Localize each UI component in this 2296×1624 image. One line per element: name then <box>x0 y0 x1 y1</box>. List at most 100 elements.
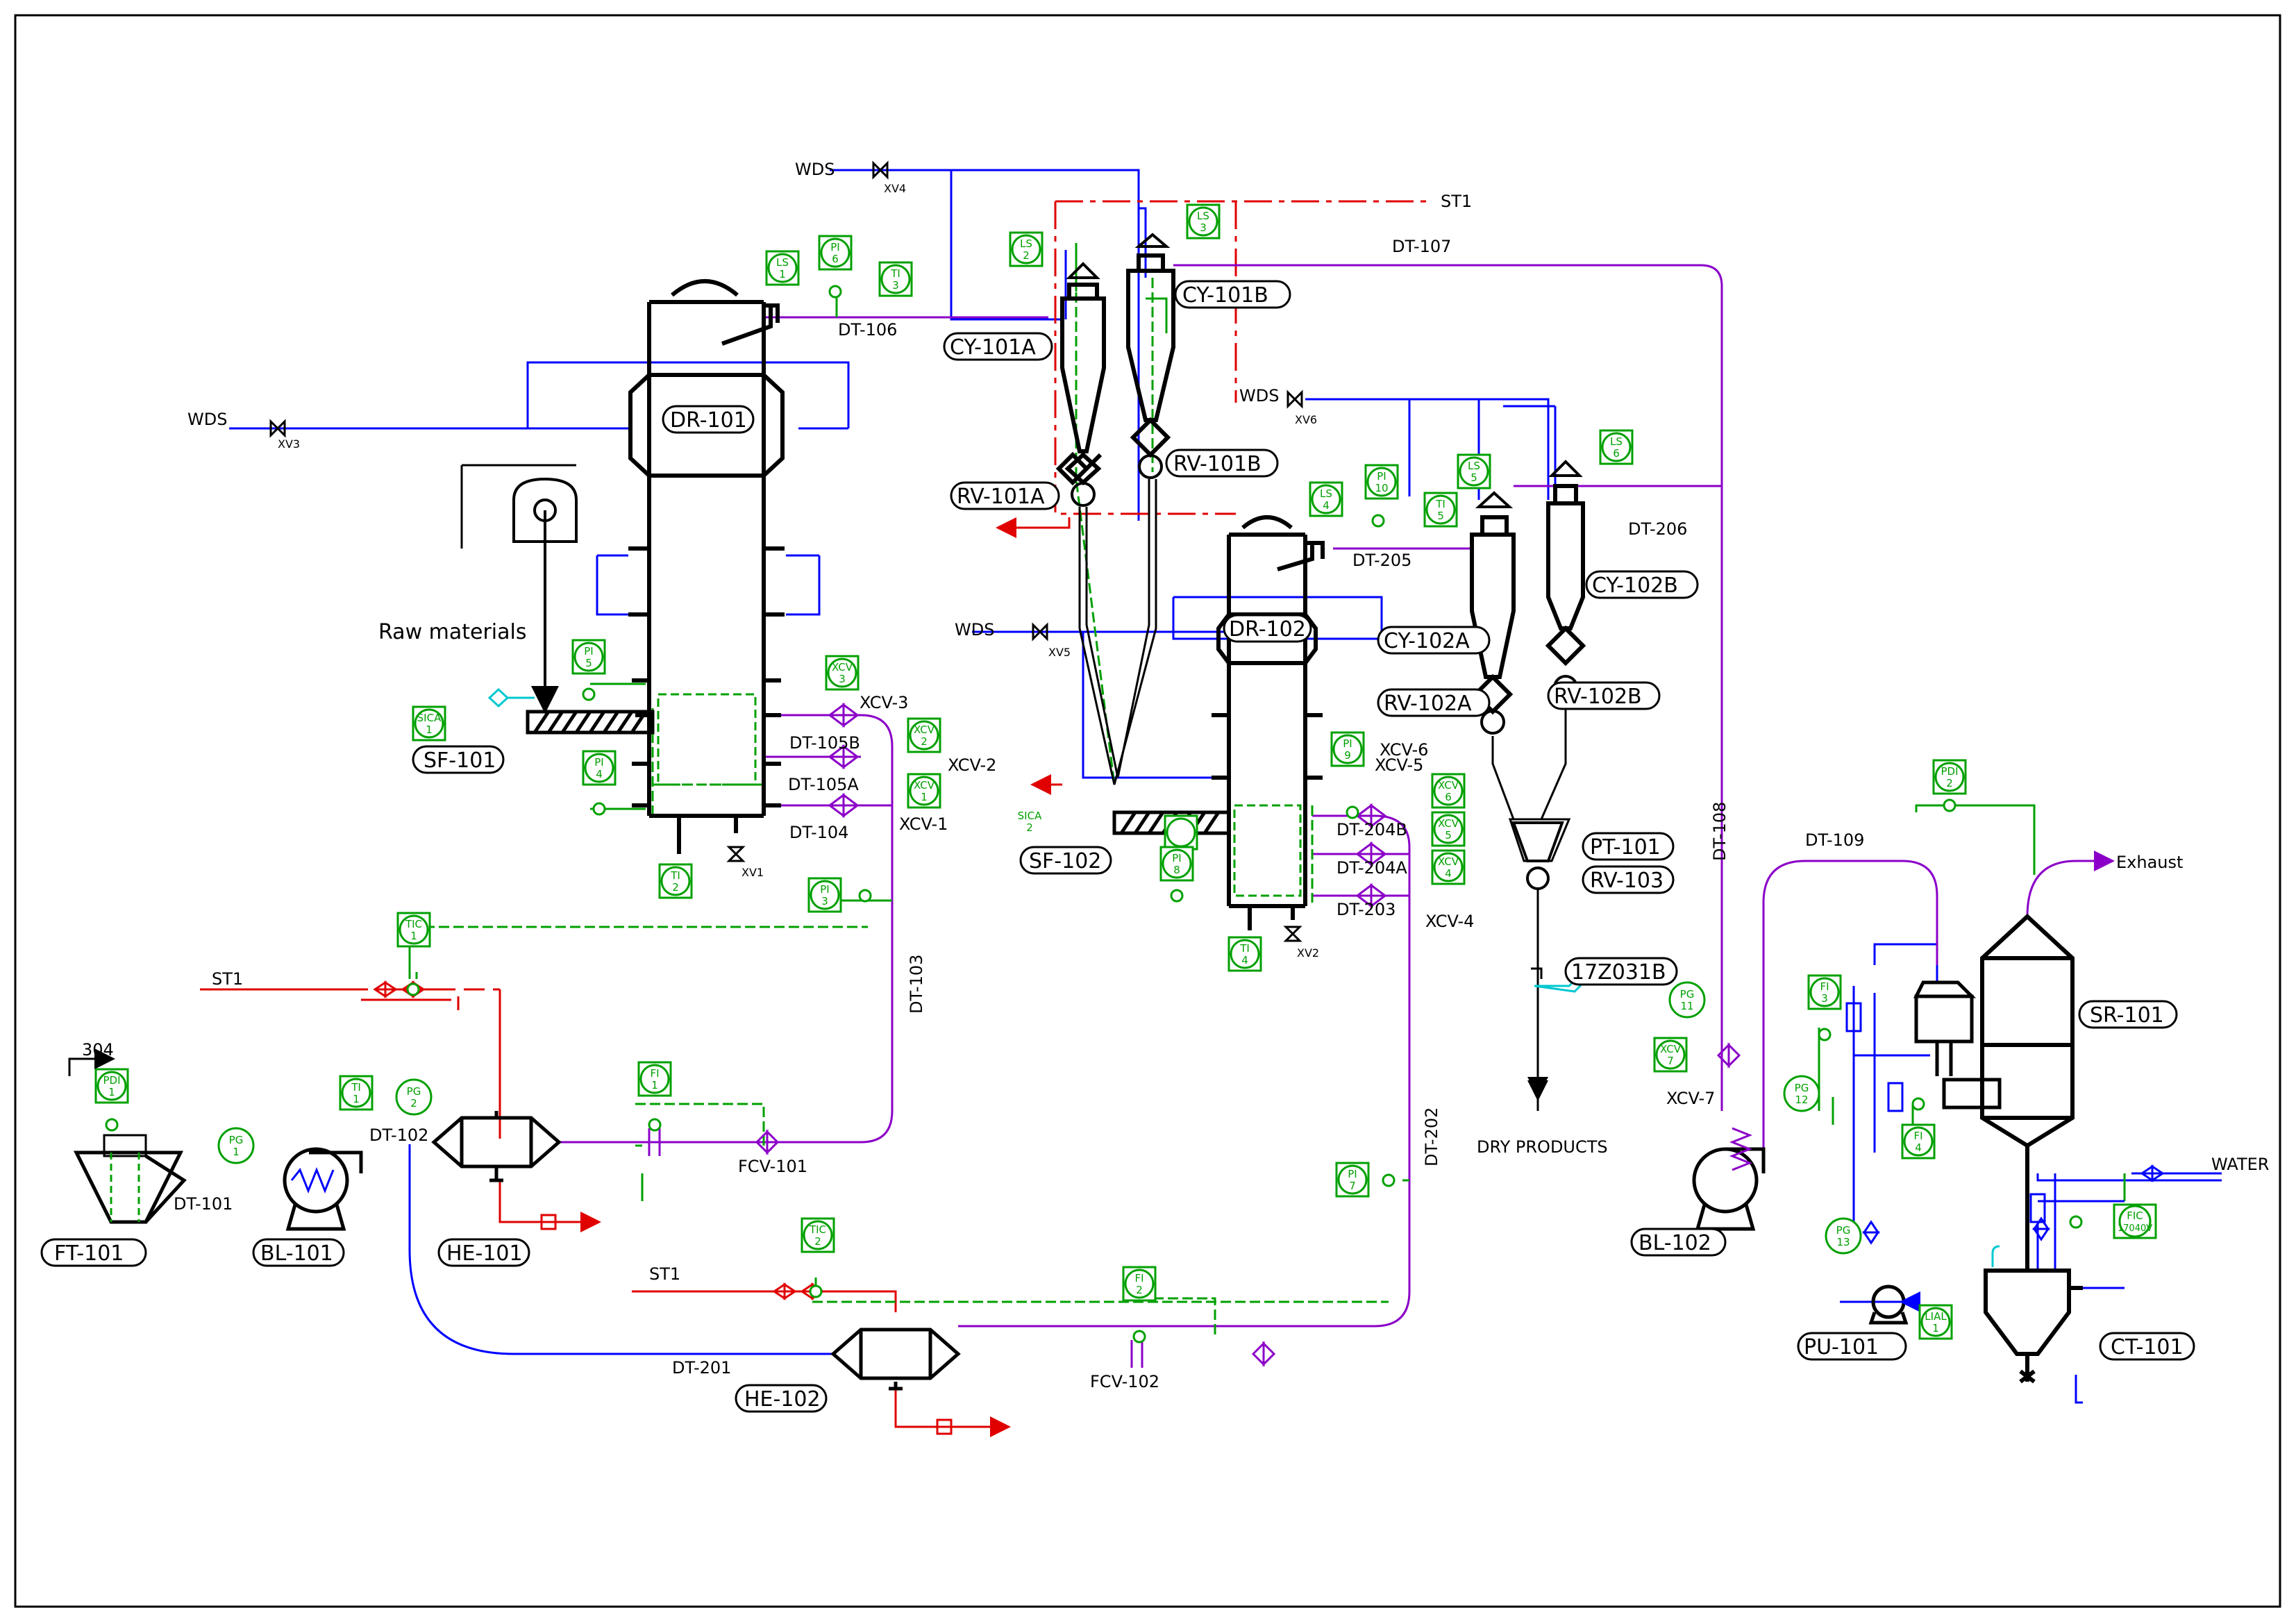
screw-feeder-sf101[interactable] <box>526 710 655 735</box>
pg1-num: 1 <box>233 1146 240 1158</box>
label-xcv1: XCV-1 <box>899 814 948 834</box>
xcv6-num: 6 <box>1445 791 1452 803</box>
heat-exchanger-he102[interactable] <box>830 1328 961 1391</box>
ti1-tag: TI <box>351 1081 361 1094</box>
raw-material-feeder[interactable] <box>512 477 578 714</box>
bl101-coil-icon <box>290 1166 335 1194</box>
pg1-tag: PG <box>229 1134 244 1146</box>
sica2-tag: SICA <box>1018 810 1042 822</box>
label-ct101: CT-101 <box>2111 1335 2184 1359</box>
wds-lines <box>229 169 2222 1404</box>
blower-bl101[interactable] <box>283 1147 363 1231</box>
fi1-num: 1 <box>651 1079 658 1091</box>
pg12-tag: PG <box>1795 1082 1809 1094</box>
xcv5-num: 5 <box>1445 829 1452 842</box>
venturi-unit[interactable] <box>1913 980 2002 1110</box>
pdi2-num: 2 <box>1946 777 1953 789</box>
label-raw-materials: Raw materials <box>378 620 527 644</box>
pdi2-tag: PDI <box>1941 765 1958 778</box>
ls2-tag: LS <box>1020 237 1032 250</box>
label-wds-3: WDS <box>955 620 994 639</box>
label-rv102b: RV-102B <box>1554 685 1642 709</box>
label-xcv5: XCV-5 <box>1375 755 1423 775</box>
label-dt107: DT-107 <box>1392 237 1451 256</box>
ti3-num: 3 <box>892 279 899 292</box>
label-water: WATER <box>2211 1155 2269 1174</box>
dryer-dr101[interactable] <box>628 279 785 854</box>
label-dry-products: DRY PRODUCTS <box>1477 1137 1608 1157</box>
cyclone-cy102a[interactable] <box>1470 491 1516 735</box>
label-xv4: XV4 <box>884 182 906 195</box>
label-xcv3: XCV-3 <box>860 693 908 712</box>
fi3-tag: FI <box>1820 980 1829 993</box>
filter-ft101[interactable] <box>73 1134 187 1224</box>
pump-pu101[interactable] <box>1868 1284 1909 1325</box>
pg12-num: 12 <box>1795 1094 1808 1106</box>
label-sf101: SF-101 <box>424 748 496 773</box>
pg13-tag: PG <box>1836 1224 1851 1237</box>
blower-bl102[interactable] <box>1692 1147 1766 1231</box>
label-wds-4: WDS <box>1239 386 1279 405</box>
ti5-num: 5 <box>1437 510 1444 522</box>
label-xv3: XV3 <box>278 437 300 451</box>
label-cy101b: CY-101B <box>1182 283 1268 308</box>
label-st1-2: ST1 <box>212 969 243 989</box>
pi6-num: 6 <box>832 253 839 265</box>
ti5-tag: TI <box>1435 498 1446 510</box>
fi1-tag: FI <box>650 1067 659 1080</box>
label-xv5: XV5 <box>1048 646 1071 659</box>
sica2-num: 2 <box>1026 821 1033 834</box>
cyclone-cy102b[interactable] <box>1545 460 1586 700</box>
tank-ct101[interactable] <box>1984 1269 2083 1384</box>
label-rv102a: RV-102A <box>1384 692 1472 716</box>
label-he102: HE-102 <box>744 1387 821 1412</box>
dryer-dr102[interactable] <box>1212 515 1325 930</box>
label-dt203: DT-203 <box>1336 900 1396 919</box>
pressure-gauges[interactable] <box>217 981 1862 1255</box>
xcv5-tag: XCV <box>1438 817 1459 830</box>
pi6-tag: PI <box>830 241 839 253</box>
label-xv1: XV1 <box>741 866 764 879</box>
pg2-tag: PG <box>407 1085 421 1098</box>
scrubber-sr101[interactable] <box>1980 913 2075 1271</box>
xcv4-tag: XCV <box>1438 855 1459 868</box>
label-cy101a: CY-101A <box>950 335 1036 360</box>
pi5-tag: PI <box>584 645 593 658</box>
ct101-inlet-icon <box>1991 1245 2000 1267</box>
drawing-border <box>14 14 2281 1608</box>
label-st1-3: ST1 <box>649 1264 680 1284</box>
xcv1-tag: XCV <box>914 779 935 792</box>
label-cy102b: CY-102B <box>1592 574 1678 598</box>
ls2-num: 2 <box>1023 249 1030 262</box>
instrument-bubbles[interactable] <box>94 203 2157 1340</box>
label-wds-1: WDS <box>187 410 227 429</box>
heat-exchanger-he101[interactable] <box>431 1111 562 1182</box>
label-z17: 17Z031B <box>1571 960 1666 985</box>
pi3-tag: PI <box>820 883 829 896</box>
pg11-tag: PG <box>1680 988 1695 1001</box>
pg2-num: 2 <box>410 1097 417 1110</box>
fi4-num: 4 <box>1915 1141 1922 1154</box>
fi2-tag: FI <box>1134 1272 1143 1284</box>
label-sr101: SR-101 <box>2090 1003 2164 1028</box>
cyclone-cy101b[interactable] <box>1126 233 1175 479</box>
tic2-num: 2 <box>814 1235 821 1248</box>
xcv2-num: 2 <box>921 735 928 748</box>
label-xcv2: XCV-2 <box>948 755 996 775</box>
xcv2-tag: XCV <box>914 723 935 736</box>
dr102-inner-zone <box>1233 804 1302 897</box>
label-xcv6: XCV-6 <box>1380 740 1428 760</box>
label-pt101: PT-101 <box>1590 835 1661 860</box>
dry-products-line <box>1527 889 1548 1098</box>
cyclone-cy101a[interactable] <box>1055 262 1106 507</box>
pi7-tag: PI <box>1348 1168 1357 1180</box>
water-inlet <box>2038 1172 2222 1203</box>
pi10-num: 10 <box>1375 482 1388 494</box>
xcv1-num: 1 <box>921 791 928 803</box>
label-dt108: DT-108 <box>1710 802 1729 861</box>
ls3-num: 3 <box>1200 221 1207 234</box>
chutes <box>1078 479 1571 862</box>
ls5-num: 5 <box>1470 471 1477 484</box>
pi4-num: 4 <box>596 768 603 780</box>
label-dt105b: DT-105B <box>789 733 860 753</box>
